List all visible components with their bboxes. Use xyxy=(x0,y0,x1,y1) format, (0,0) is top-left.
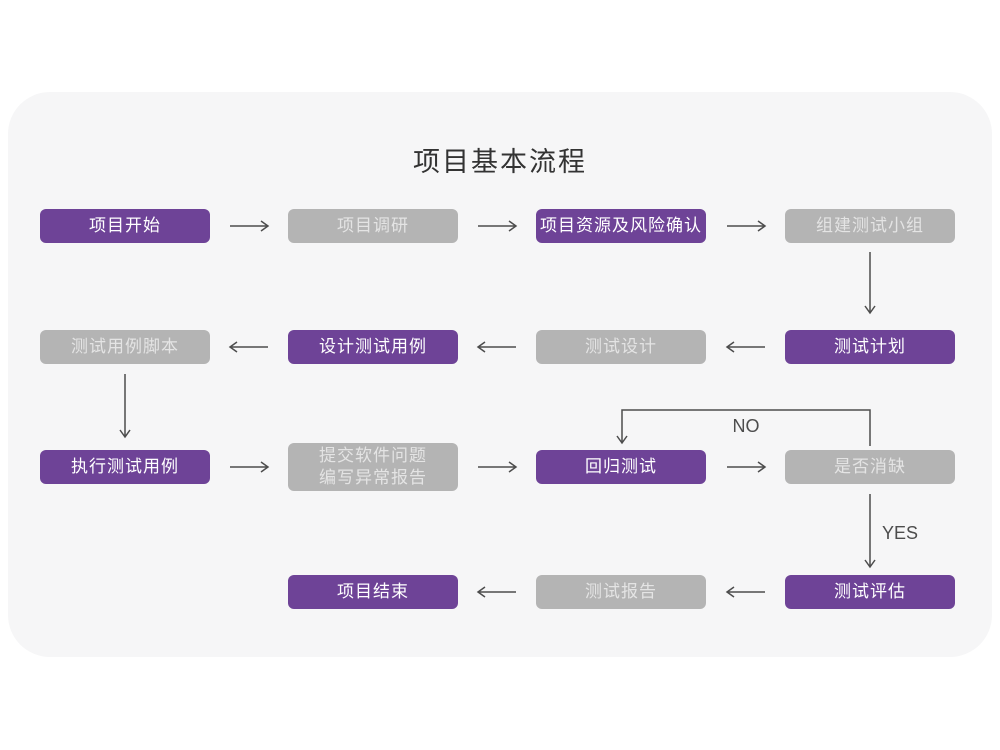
node-resource-risk: 项目资源及风险确认 xyxy=(536,209,706,243)
node-test-report: 测试报告 xyxy=(536,575,706,609)
node-execute-test-case: 执行测试用例 xyxy=(40,450,210,484)
node-project-start: 项目开始 xyxy=(40,209,210,243)
node-project-end: 项目结束 xyxy=(288,575,458,609)
node-test-design: 测试设计 xyxy=(536,330,706,364)
node-test-evaluation: 测试评估 xyxy=(785,575,955,609)
flowchart-card xyxy=(8,92,992,657)
page-title: 项目基本流程 xyxy=(413,147,587,177)
node-submit-issue-report: 提交软件问题 编写异常报告 xyxy=(288,443,458,491)
node-build-test-team: 组建测试小组 xyxy=(785,209,955,243)
node-test-case-script: 测试用例脚本 xyxy=(40,330,210,364)
node-design-test-case: 设计测试用例 xyxy=(288,330,458,364)
node-test-plan: 测试计划 xyxy=(785,330,955,364)
node-defect-cleared: 是否消缺 xyxy=(785,450,955,484)
node-regression-test: 回归测试 xyxy=(536,450,706,484)
node-project-research: 项目调研 xyxy=(288,209,458,243)
